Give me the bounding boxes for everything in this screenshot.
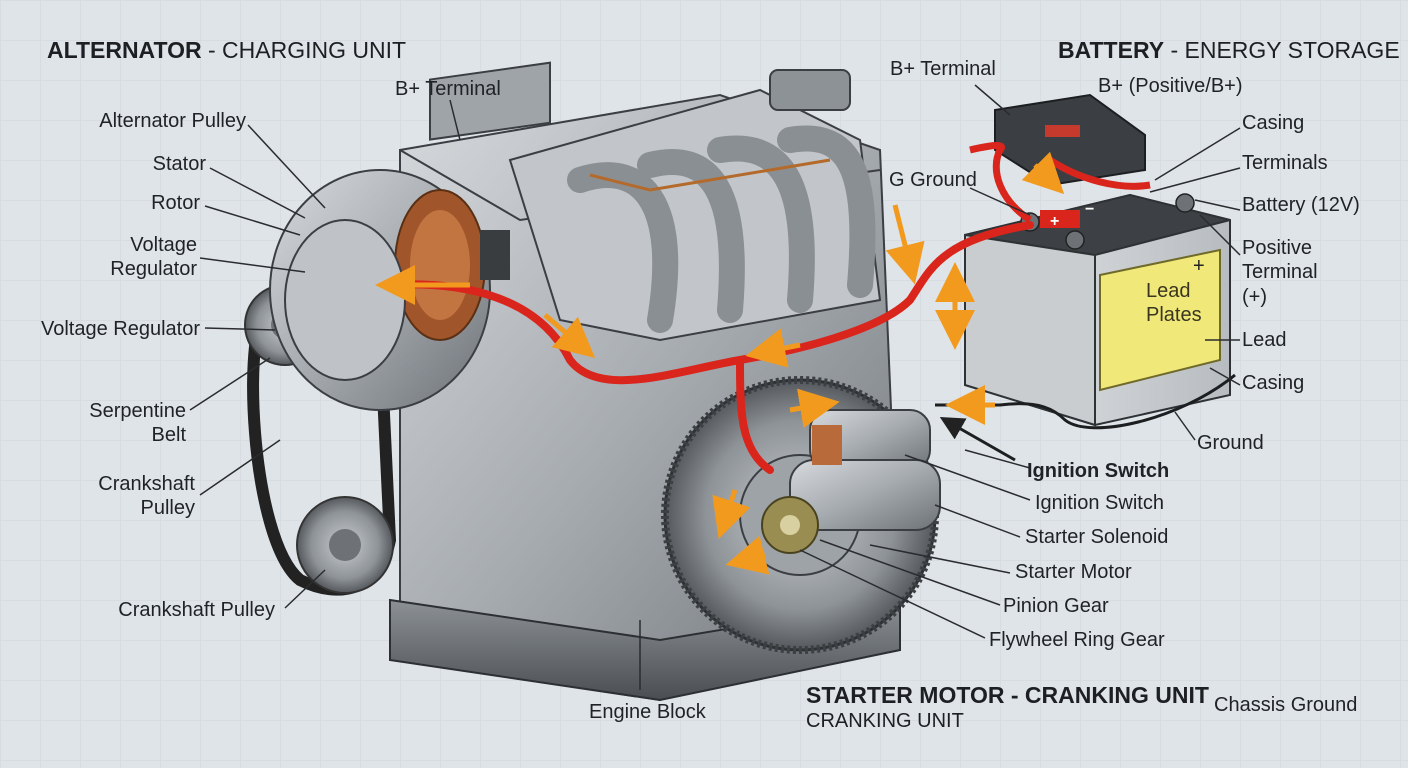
- ground-arrow: [939, 417, 1016, 462]
- label-terminals: Terminals: [1242, 152, 1328, 174]
- label-ignition-switch: Ignition Switch: [1035, 492, 1164, 514]
- label-flywheel-ring-gear: Flywheel Ring Gear: [989, 629, 1165, 651]
- battery-top-cable: [969, 142, 1033, 223]
- label-b-terminal-engine: B+ Terminal: [395, 78, 501, 100]
- starter-section-title: STARTER MOTOR - CRANKING UNIT: [806, 682, 1209, 708]
- label-alternator-pulley: Alternator Pulley: [99, 110, 246, 132]
- label-ignition-switch-heading: Ignition Switch: [1027, 460, 1170, 482]
- label-stator: Stator: [152, 153, 206, 175]
- label-casing-top: Casing: [1242, 112, 1305, 134]
- crankshaft-pulley-shape: [296, 496, 394, 594]
- battery-section-title: BATTERY - ENERGY STORAGE: [1058, 37, 1400, 63]
- label-voltage-regulator: Voltage Regulator: [40, 318, 200, 340]
- label-casing-bottom: Casing: [1242, 372, 1305, 394]
- starter-section-subtitle: CRANKING UNIT: [806, 710, 964, 732]
- label-lead: Lead: [1242, 329, 1287, 351]
- label-rotor: Rotor: [151, 192, 200, 214]
- label-chassis-ground: Chassis Ground: [1214, 694, 1358, 716]
- label-battery-12v: Battery (12V): [1242, 194, 1360, 216]
- starter-motor-shape: [761, 409, 941, 554]
- label-starter-motor: Starter Motor: [1015, 561, 1132, 583]
- starter-cable: [736, 356, 774, 474]
- label-b-terminal-battery: B+ Terminal: [890, 58, 996, 80]
- label-ground: Ground: [1197, 432, 1264, 454]
- current-flow-arrows: [375, 151, 1065, 575]
- lead-plate-plus-symbol: +: [1193, 255, 1205, 277]
- leader-lines: [189, 84, 1241, 690]
- label-crankshaft-pulley: Crankshaft Pulley: [118, 599, 275, 621]
- intake-manifold: [508, 69, 882, 342]
- label-pinion-gear: Pinion Gear: [1003, 595, 1109, 617]
- label-b-positive: B+ (Positive/B+): [1098, 75, 1243, 97]
- ground-wire: [935, 373, 1236, 430]
- label-g-ground: G Ground: [889, 169, 977, 191]
- alternator-section-title: ALTERNATOR - CHARGING UNIT: [47, 37, 407, 63]
- label-engine-block: Engine Block: [589, 701, 706, 723]
- battery-plus-symbol: +: [1050, 213, 1059, 230]
- label-starter-solenoid: Starter Solenoid: [1025, 526, 1169, 548]
- battery-minus-symbol: −: [1085, 201, 1094, 218]
